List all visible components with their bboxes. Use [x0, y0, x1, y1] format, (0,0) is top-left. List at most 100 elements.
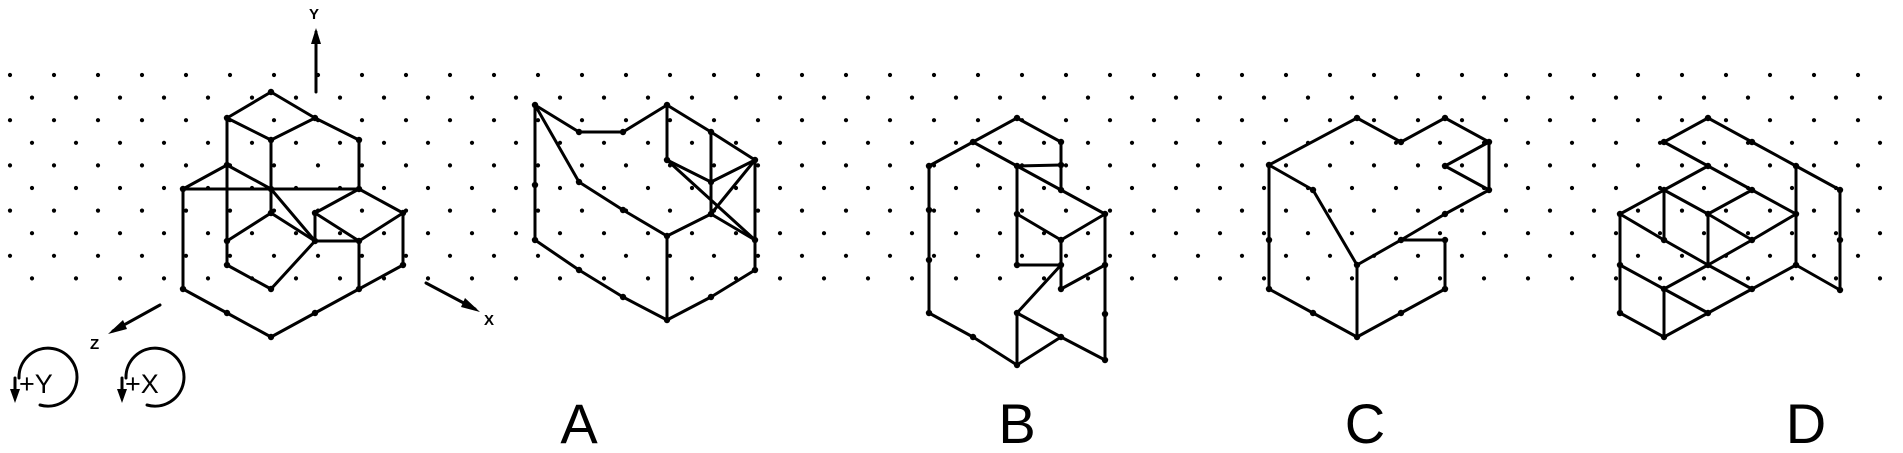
- option-d-label[interactable]: D: [1786, 392, 1826, 453]
- grid-dot: [1041, 140, 1047, 145]
- grid-dot: [601, 140, 607, 145]
- edge-line: [1311, 188, 1359, 267]
- grid-dot: [1723, 163, 1729, 168]
- grid-dot: [931, 208, 937, 213]
- option-a-label[interactable]: A: [560, 392, 598, 453]
- grid-dot: [601, 185, 607, 191]
- vertex-dot: [663, 101, 671, 109]
- option-b-figure[interactable]: [925, 114, 1109, 369]
- edge-line: [1750, 212, 1798, 242]
- grid-dot: [1129, 95, 1135, 100]
- grid-dot: [29, 185, 35, 191]
- grid-dot: [821, 140, 827, 145]
- grid-dot: [1327, 208, 1333, 213]
- edge-line: [577, 180, 625, 212]
- grid-dot: [557, 95, 563, 100]
- vertex-dot: [1792, 210, 1800, 218]
- option-a-figure[interactable]: [531, 101, 759, 324]
- rotation-label: +X: [125, 369, 159, 399]
- grid-dot: [491, 253, 497, 258]
- grid-dot: [51, 163, 57, 168]
- grid-dot: [469, 95, 475, 100]
- grid-dot: [205, 276, 211, 281]
- grid-dot: [249, 95, 255, 100]
- grid-dot: [843, 208, 849, 213]
- grid-dot: [51, 253, 57, 258]
- vertex-dot: [1057, 261, 1065, 269]
- grid-dot: [1635, 163, 1641, 168]
- grid-dot: [1129, 231, 1135, 236]
- vertex-dot: [1748, 285, 1756, 293]
- grid-dot: [667, 72, 673, 78]
- vertex-dot: [1013, 309, 1021, 317]
- vertex-dot: [1057, 285, 1065, 293]
- vertex-dot: [1057, 161, 1065, 169]
- grid-dot: [139, 163, 145, 168]
- grid-dot: [1789, 140, 1795, 145]
- grid-dot: [183, 253, 189, 258]
- option-c-label[interactable]: C: [1345, 392, 1385, 453]
- grid-dot: [1085, 95, 1091, 100]
- grid-dot: [271, 72, 277, 78]
- grid-dot: [1459, 208, 1465, 213]
- vertex-dot: [1836, 236, 1844, 244]
- x-axis-arrowhead: [461, 298, 480, 312]
- grid-dot: [293, 231, 299, 236]
- grid-dot: [1503, 208, 1509, 213]
- edge-line: [269, 187, 317, 243]
- grid-dot: [1701, 95, 1707, 100]
- edge-line: [1443, 164, 1491, 192]
- vertex-dot: [1485, 138, 1493, 146]
- edge-line: [665, 212, 713, 238]
- grid-dot: [1613, 276, 1619, 281]
- vertex-dot: [1057, 138, 1065, 146]
- edge-line: [1706, 238, 1754, 267]
- grid-dot: [1063, 72, 1069, 78]
- vertex-dot: [969, 138, 977, 146]
- vertex-dot: [1704, 210, 1712, 218]
- edge-line: [357, 187, 405, 215]
- edge-line: [1355, 311, 1403, 339]
- grid-dot: [1239, 163, 1245, 168]
- grid-dot: [337, 140, 343, 145]
- edge-line: [709, 158, 757, 216]
- vertex-dot: [1485, 186, 1493, 194]
- grid-dot: [161, 231, 167, 236]
- grid-dot: [381, 231, 387, 236]
- edge-line: [709, 158, 757, 184]
- grid-dot: [1437, 185, 1443, 191]
- grid-dot: [1811, 253, 1817, 258]
- grid-dot: [447, 118, 453, 123]
- grid-dot: [7, 72, 13, 78]
- grid-dot: [73, 231, 79, 236]
- grid-dot: [1855, 253, 1861, 258]
- grid-dot: [1041, 185, 1047, 191]
- edge-line: [927, 311, 975, 339]
- grid-dot: [1481, 276, 1487, 281]
- grid-dot: [447, 253, 453, 258]
- grid-dot: [711, 72, 717, 78]
- grid-dot: [1877, 185, 1883, 191]
- vertex-dot: [575, 266, 583, 274]
- option-d-figure[interactable]: [1616, 114, 1844, 341]
- grid-dot: [689, 140, 695, 145]
- grid-dot: [183, 163, 189, 168]
- edge-line: [665, 103, 713, 134]
- grid-dot: [425, 95, 431, 100]
- grid-dot: [1789, 95, 1795, 100]
- grid-dot: [1349, 185, 1355, 191]
- option-c-figure[interactable]: [1265, 114, 1493, 341]
- grid-dot: [997, 140, 1003, 145]
- grid-dot: [95, 118, 101, 123]
- grid-dot: [535, 163, 541, 168]
- edge-line: [621, 103, 669, 134]
- grid-dot: [1019, 208, 1025, 213]
- grid-dot: [997, 95, 1003, 100]
- grid-dot: [1613, 140, 1619, 145]
- grid-dot: [909, 140, 915, 145]
- option-b-label[interactable]: B: [998, 392, 1035, 453]
- grid-dot: [205, 140, 211, 145]
- grid-dot: [1679, 253, 1685, 258]
- grid-dot: [755, 118, 761, 123]
- grid-dot: [909, 95, 915, 100]
